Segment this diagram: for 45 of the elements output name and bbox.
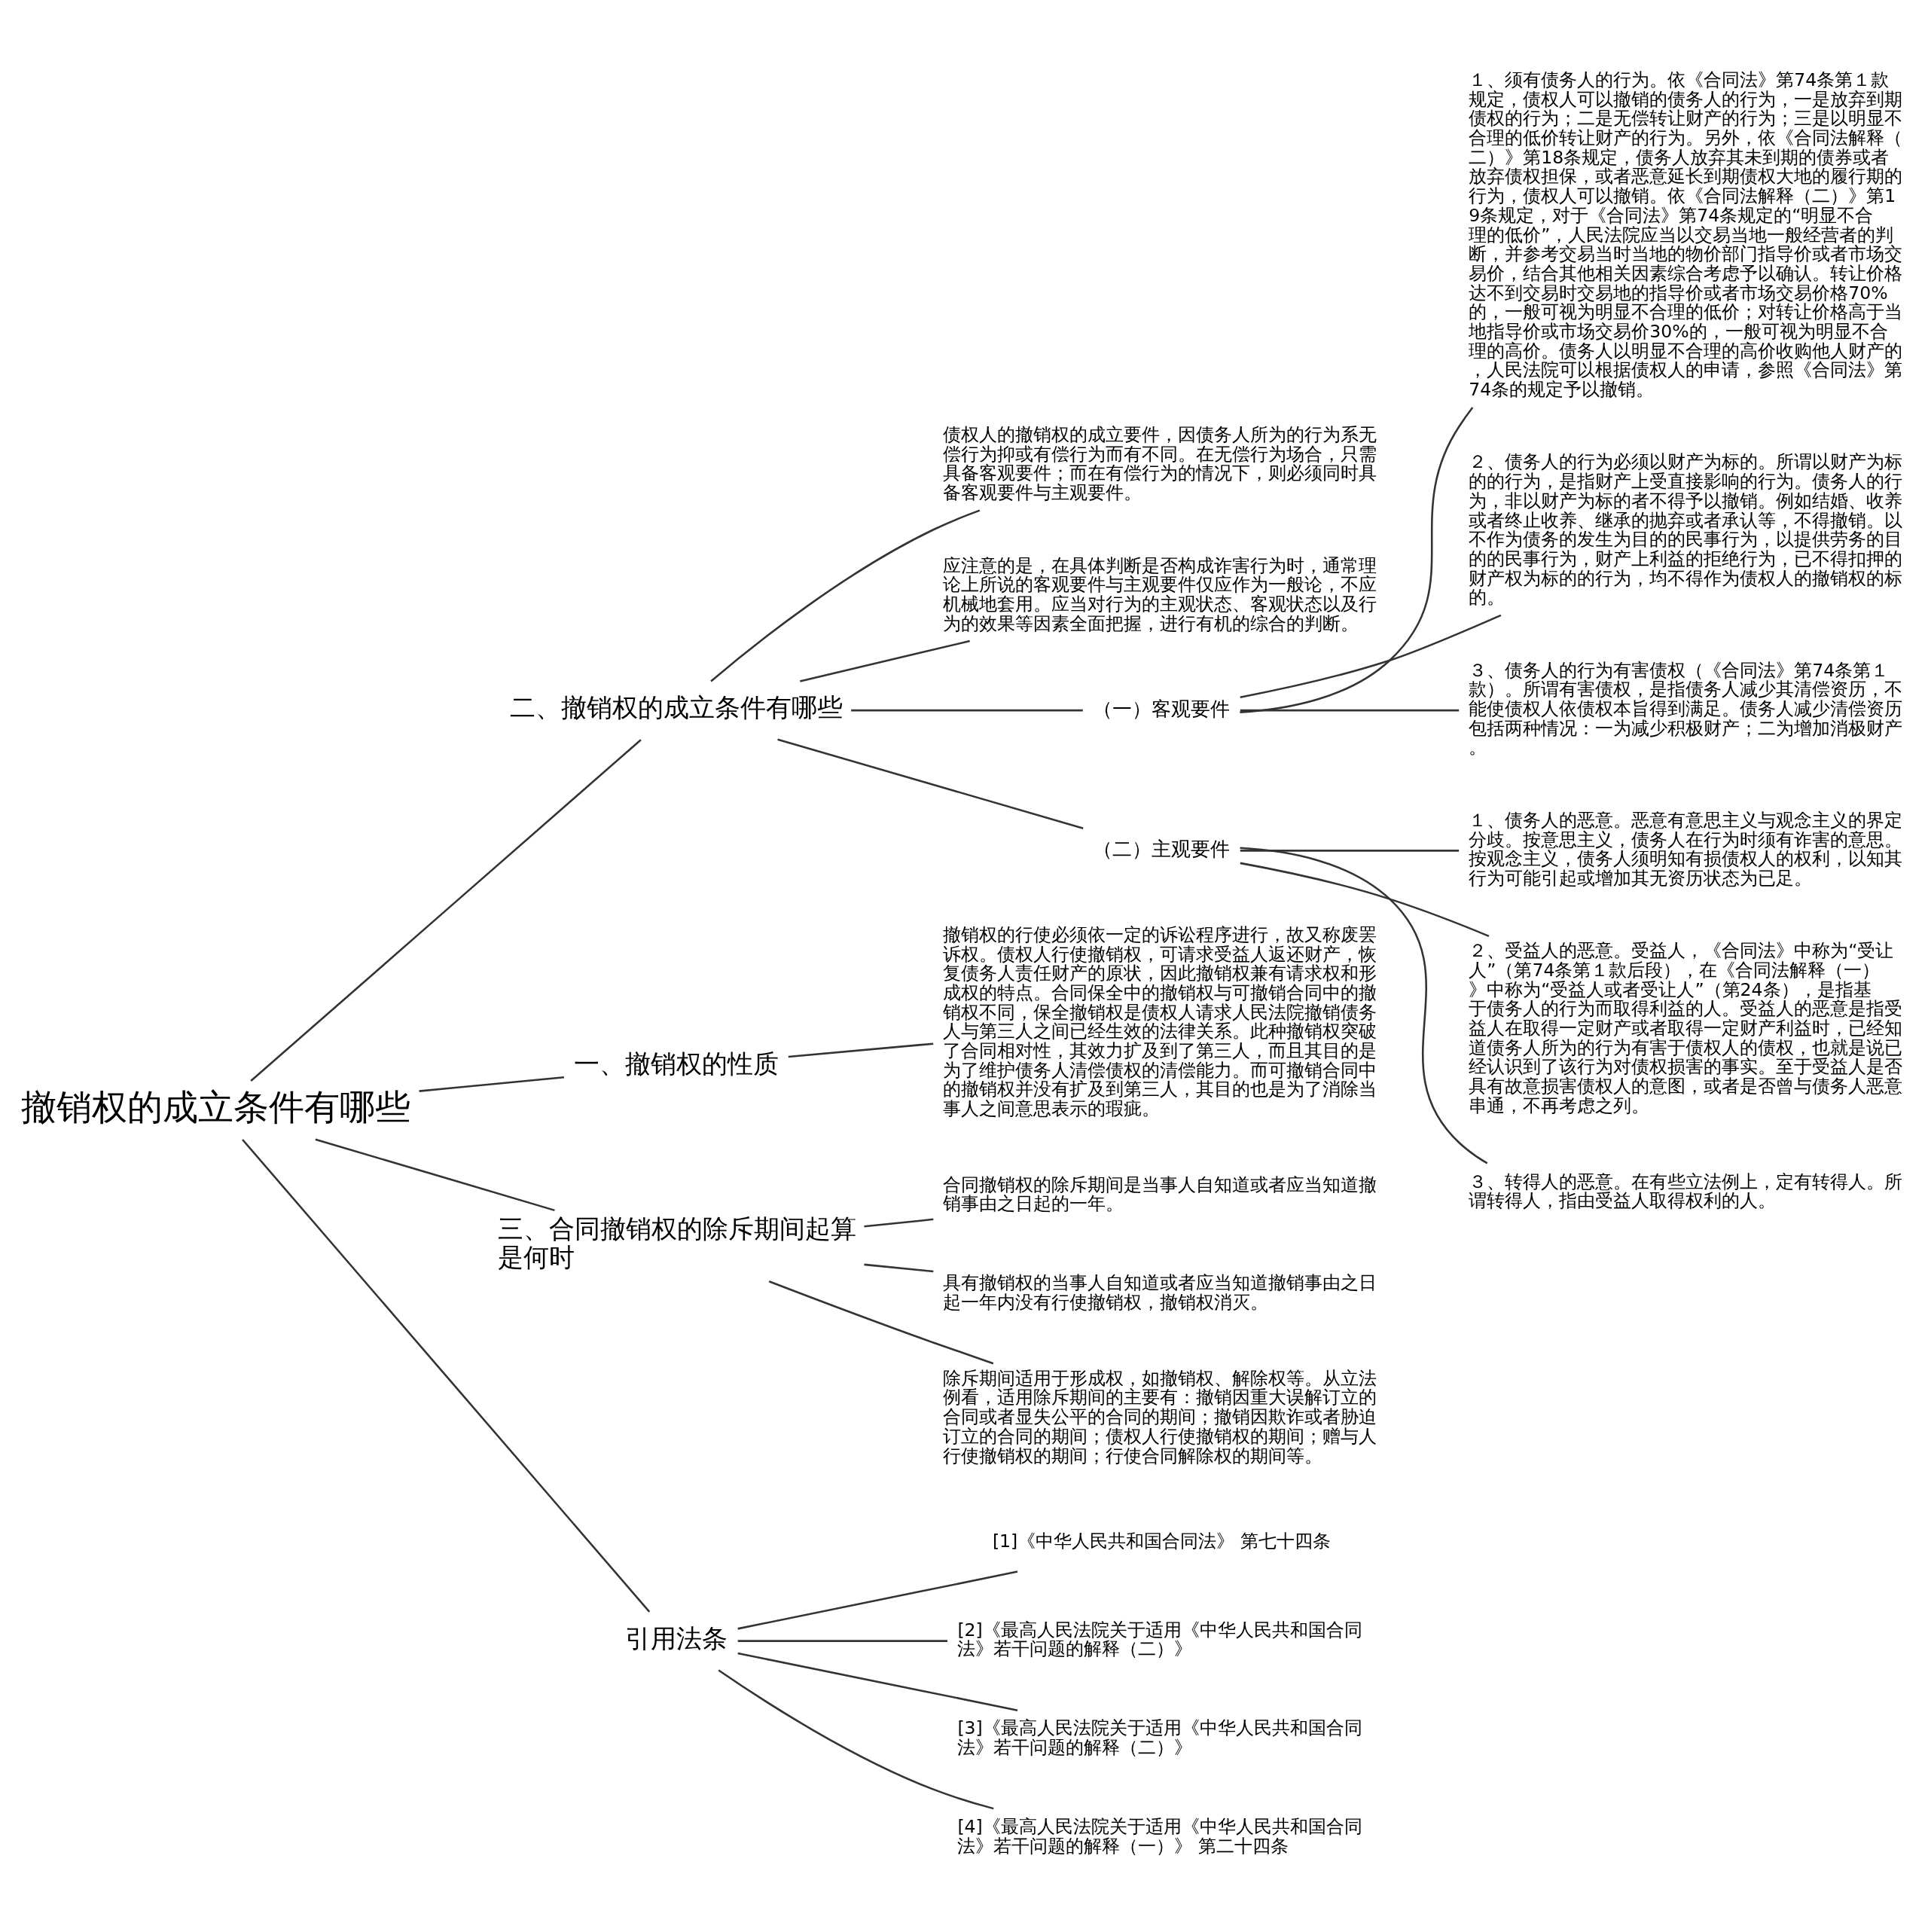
connector <box>737 1652 1018 1711</box>
node-text: [4]《最高人民法院关于适用《中华人民共和国合同法》若干问题的解释（一）》 第二十四条 <box>957 1816 1362 1857</box>
connector <box>718 1669 994 1810</box>
node-text: １、债务人的恶意。恶意有意思主义与观念主义的界定分歧。按意思主义，债务人在行为时须有诈害的意思。按观念主义，债务人须明知有损债权人的权利，以知其行为可能引起或增加其无资历状态为已足。 <box>1469 809 1903 889</box>
node-text: 应注意的是，在具体判断是否构成诈害行为时，通常理论上所说的客观要件与主观要件仅应作为一般论，不应机械地套用。应当对行为的主观状态、客观状态以及行为的效果等因素全面把握，进行有机的综合的判断。 <box>943 554 1377 634</box>
connector <box>1240 614 1502 698</box>
node-text: （二）主观要件 <box>1093 838 1231 861</box>
connector <box>242 1139 651 1613</box>
connector <box>1240 709 1460 712</box>
node-text: 三、合同撤销权的除斥期间起算是何时 <box>498 1213 857 1273</box>
connector <box>1240 847 1488 1164</box>
connector <box>1240 862 1490 938</box>
node-text: [2]《最高人民法院关于适用《中华人民共和国合同法》若干问题的解释（二）》 <box>957 1619 1362 1660</box>
node-text: 除斥期间适用于形成权，如撤销权、解除权等。从立法例看，适用除斥期间的主要有：撤销因重大误解订立的合同或者显失公平的合同的期间；撤销因欺诈或者胁迫订立的合同的期间；债权人行使撤销权的期间；赠与人行使撤销权的期间；行使合同解除权的期间等。 <box>943 1367 1377 1467</box>
connector <box>737 1570 1018 1630</box>
connector <box>864 1263 934 1273</box>
connector <box>1240 850 1460 852</box>
node-text: ３、转得人的恶意。在有些立法例上，定有转得人。所谓转得人，指由受益人取得权利的人。 <box>1469 1170 1903 1212</box>
node-text: ２、债务人的行为必须以财产为标的。所谓以财产为标的的行为，是指财产上受直接影响的行为。债务人的行为，非以财产为标的者不得予以撤销。例如结婚、收养或者终止收养、继承的抛弃或者承认等，不得撤销。以不作为债务的发生为目的的民事行为，以提供劳务的目的的民事行为，财产上利益的拒绝行为，已不得扣押的财产权为标的的行为，均不得作为债权人的撤销权的标的。 <box>1469 451 1903 609</box>
connector <box>768 1280 994 1365</box>
node-text: [1]《中华人民共和国合同法》 第七十四条 <box>992 1531 1331 1552</box>
node-text: 引用法条 <box>624 1622 728 1653</box>
node-text: （一）客观要件 <box>1093 697 1231 720</box>
node-text: 一、撤销权的性质 <box>573 1048 779 1079</box>
connector <box>777 738 1084 829</box>
node-text: １、须有债务人的行为。依《合同法》第74条第１款规定，债权人可以撤销的债务人的行为，一是放弃到期债权的行为；二是无偿转让财产的行为；三是以明显不合理的低价转让财产的行为。另外，依《合同法解释（二）》第18条规定，债务人放弃其未到期的债券或者放弃债权担保，或者恶意延长到期债权大地的履行期的行为，债权人可以撤销。依《合同法解释（二）》第19条规定，对于《合同法》第74条规定的“明显不合理的低价”，人民法院应当以交易当地一般经营者的判断，并参考交易当时当地的物价部门指导价或者市场交易价，结合其他相关因素综合考虑予以确认。转让价格达不到交易时交易地的指导价或者市场交易价格70%的，一般可视为明显不合理的低价；对转让价格高于当地指导价或市场交易价30%的，一般可视为明显不合理的高价。债务人以明显不合理的高价收购他人财产的，人民法院可以根据债权人的申请，参照《合同法》第74条的规定予以撤销。 <box>1469 69 1903 401</box>
node-text: 合同撤销权的除斥期间是当事人自知道或者应当知道撤销事由之日起的一年。 <box>943 1174 1377 1215</box>
node-text: ３、债务人的行为有害债权（《合同法》第74条第１款）。所谓有害债权，是指债务人减少其清偿资历，不能使债权人依债权本旨得到满足。债务人减少清偿资历包括两种情况：一为减少积极财产；二为增加消极财产。 <box>1469 659 1903 758</box>
connector <box>851 709 1083 712</box>
connector <box>800 639 970 682</box>
connector <box>864 1218 934 1228</box>
connector <box>250 739 642 1082</box>
node-text: 具有撤销权的当事人自知道或者应当知道撤销事由之日起一年内没有行使撤销权，撤销权消灭。 <box>943 1272 1377 1314</box>
node-text: [3]《最高人民法院关于适用《中华人民共和国合同法》若干问题的解释（二）》 <box>957 1717 1362 1759</box>
connector <box>710 509 981 682</box>
connector <box>788 1042 934 1058</box>
node-text: 撤销权的行使必须依一定的诉讼程序进行，故又称废罢诉权。债权人行使撤销权，可请求受益人返还财产，恢复债务人责任财产的原状，因此撤销权兼有请求权和形成权的特点。合同保全中的撤销权与可撤销合同中的撤销权不同，保全撤销权是债权人请求人民法院撤销债务人与第三人之间已经生效的法律关系。此种撤销权突破了合同相对性，其效力扩及到了第三人，而且其目的是为了维护债务人清偿债权的清偿能力。而可撤销合同中的撤销权并没有扩及到第三人，其目的也是为了消除当事人之间意思表示的瑕疵。 <box>943 923 1377 1120</box>
connector <box>419 1076 564 1092</box>
node-text: 债权人的撤销权的成立要件，因债务人所为的行为系无偿行为抑或有偿行为而有不同。在无偿行为场合，只需具备客观要件；而在有偿行为的情况下，则必须同时具备客观要件与主观要件。 <box>943 424 1377 504</box>
connector <box>737 1640 947 1642</box>
node-text: 二、撤销权的成立条件有哪些 <box>509 692 843 723</box>
connector <box>315 1138 555 1212</box>
connector <box>1240 407 1474 713</box>
node-text: 撤销权的成立条件有哪些 <box>20 1086 410 1128</box>
node-text: ２、受益人的恶意。受益人，《合同法》中称为“受让人”（第74条第１款后段），在《合同法解释（一）》中称为“受益人或者受让人”（第24条），是指基于债务人的行为而取得利益的人。受益人的恶意是指受益人在取得一定财产或者取得一定财产利益时，已经知道债务人所为的行为有害于债权人的债权，也就是说已经认识到了该行为对债权损害的事实。至于受益人是否具有故意损害债权人的意图，或者是否曾与债务人恶意串通，不再考虑之列。 <box>1469 940 1903 1116</box>
